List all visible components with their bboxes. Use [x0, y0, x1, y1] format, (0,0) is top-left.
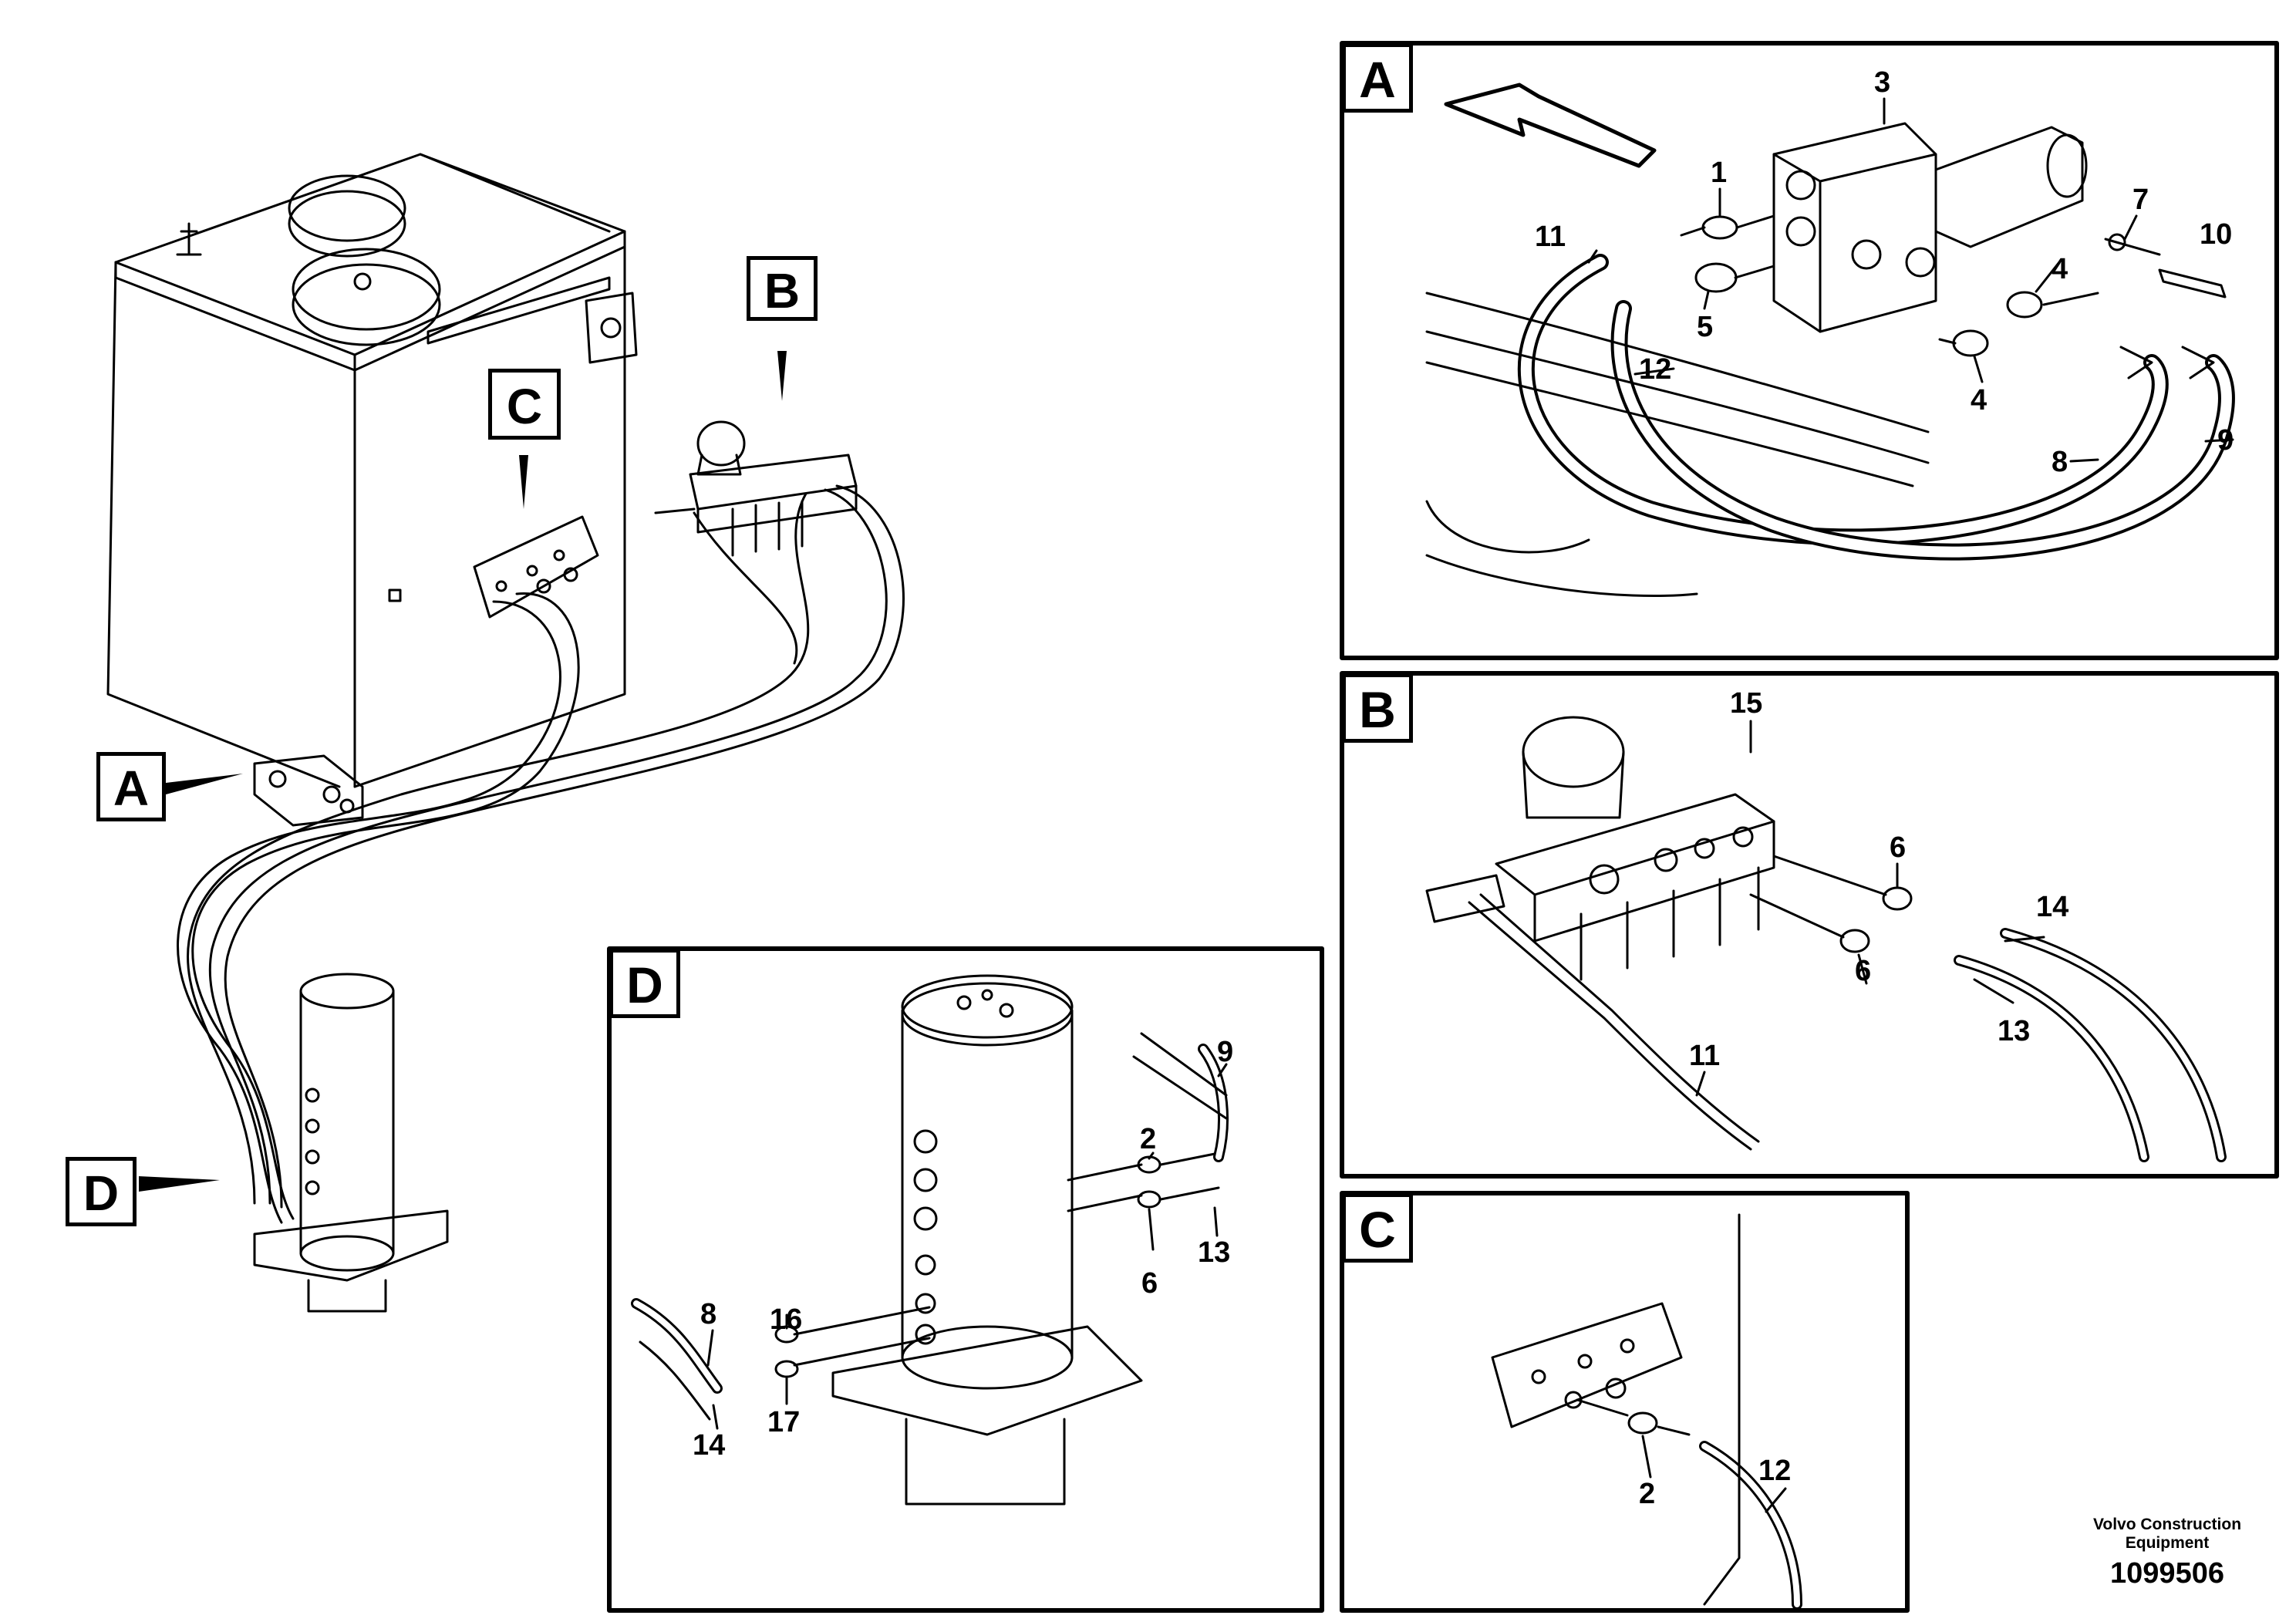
panel-c-tag: C	[1342, 1193, 1413, 1263]
part-label: 14	[693, 1429, 726, 1462]
swivel-overview	[253, 973, 449, 1313]
part-label: 5	[1697, 311, 1714, 343]
part-label: 13	[1198, 1236, 1231, 1269]
overview-callout-a: A	[96, 752, 166, 821]
panel-a-content	[1425, 83, 2235, 598]
part-label: 10	[2200, 218, 2233, 251]
part-label: 3	[1874, 66, 1891, 99]
overview-pointers	[139, 351, 787, 1192]
panel-b-frame	[1340, 671, 2279, 1179]
part-label: 4	[1971, 384, 1988, 416]
panel-a-frame	[1340, 41, 2279, 660]
overview-callout-d: D	[66, 1157, 137, 1226]
leader-lines	[706, 97, 2234, 1513]
part-label: 6	[1890, 831, 1907, 864]
overview-callout-b: B	[747, 256, 818, 321]
part-label: 1	[1711, 157, 1728, 189]
part-label: 6	[1141, 1267, 1158, 1300]
part-label: 9	[2217, 424, 2234, 457]
part-label: 13	[1998, 1015, 2031, 1047]
brand-block: Volvo Construction Equipment 1099506	[2059, 1516, 2275, 1590]
panel-c-content	[1491, 1213, 1802, 1610]
part-label: 8	[700, 1298, 717, 1330]
drawing-number: 1099506	[2110, 1557, 2224, 1590]
hydraulic-tank	[106, 153, 638, 788]
panel-a-tag: A	[1342, 43, 1413, 113]
panel-c-frame	[1340, 1191, 1910, 1613]
plate-overview	[473, 515, 599, 619]
panel-b-tag: B	[1342, 673, 1413, 743]
part-label: 14	[2036, 891, 2069, 923]
accumulator-block-overview	[654, 420, 858, 557]
panel-d-frame	[607, 946, 1324, 1613]
overview-hoses	[177, 484, 905, 1224]
brand-line-1: Volvo Construction	[2092, 1516, 2242, 1533]
part-label: 12	[1758, 1455, 1792, 1487]
panel-d-content	[631, 974, 1229, 1506]
panel-b-content	[1425, 716, 2227, 1162]
part-label: 11	[1535, 221, 1566, 253]
part-label: 11	[1689, 1040, 1721, 1072]
brand-line-2: Equipment	[2125, 1534, 2210, 1552]
part-label: 9	[1217, 1036, 1234, 1068]
overview-callout-c: C	[488, 369, 561, 440]
panel-d-tag: D	[609, 949, 680, 1018]
part-label: 6	[1855, 955, 1872, 987]
part-label: 4	[2052, 253, 2068, 285]
direction-arrow-icon	[1444, 83, 1657, 168]
part-label: 17	[767, 1406, 801, 1438]
part-label: 2	[1140, 1123, 1157, 1155]
part-label: 8	[2052, 446, 2068, 478]
part-label: 2	[1639, 1478, 1656, 1510]
valve-block-under-tank	[253, 754, 364, 827]
part-label: 15	[1730, 687, 1763, 720]
part-label: 16	[770, 1303, 803, 1336]
part-label: 7	[2132, 184, 2149, 216]
part-label: 12	[1639, 353, 1672, 386]
